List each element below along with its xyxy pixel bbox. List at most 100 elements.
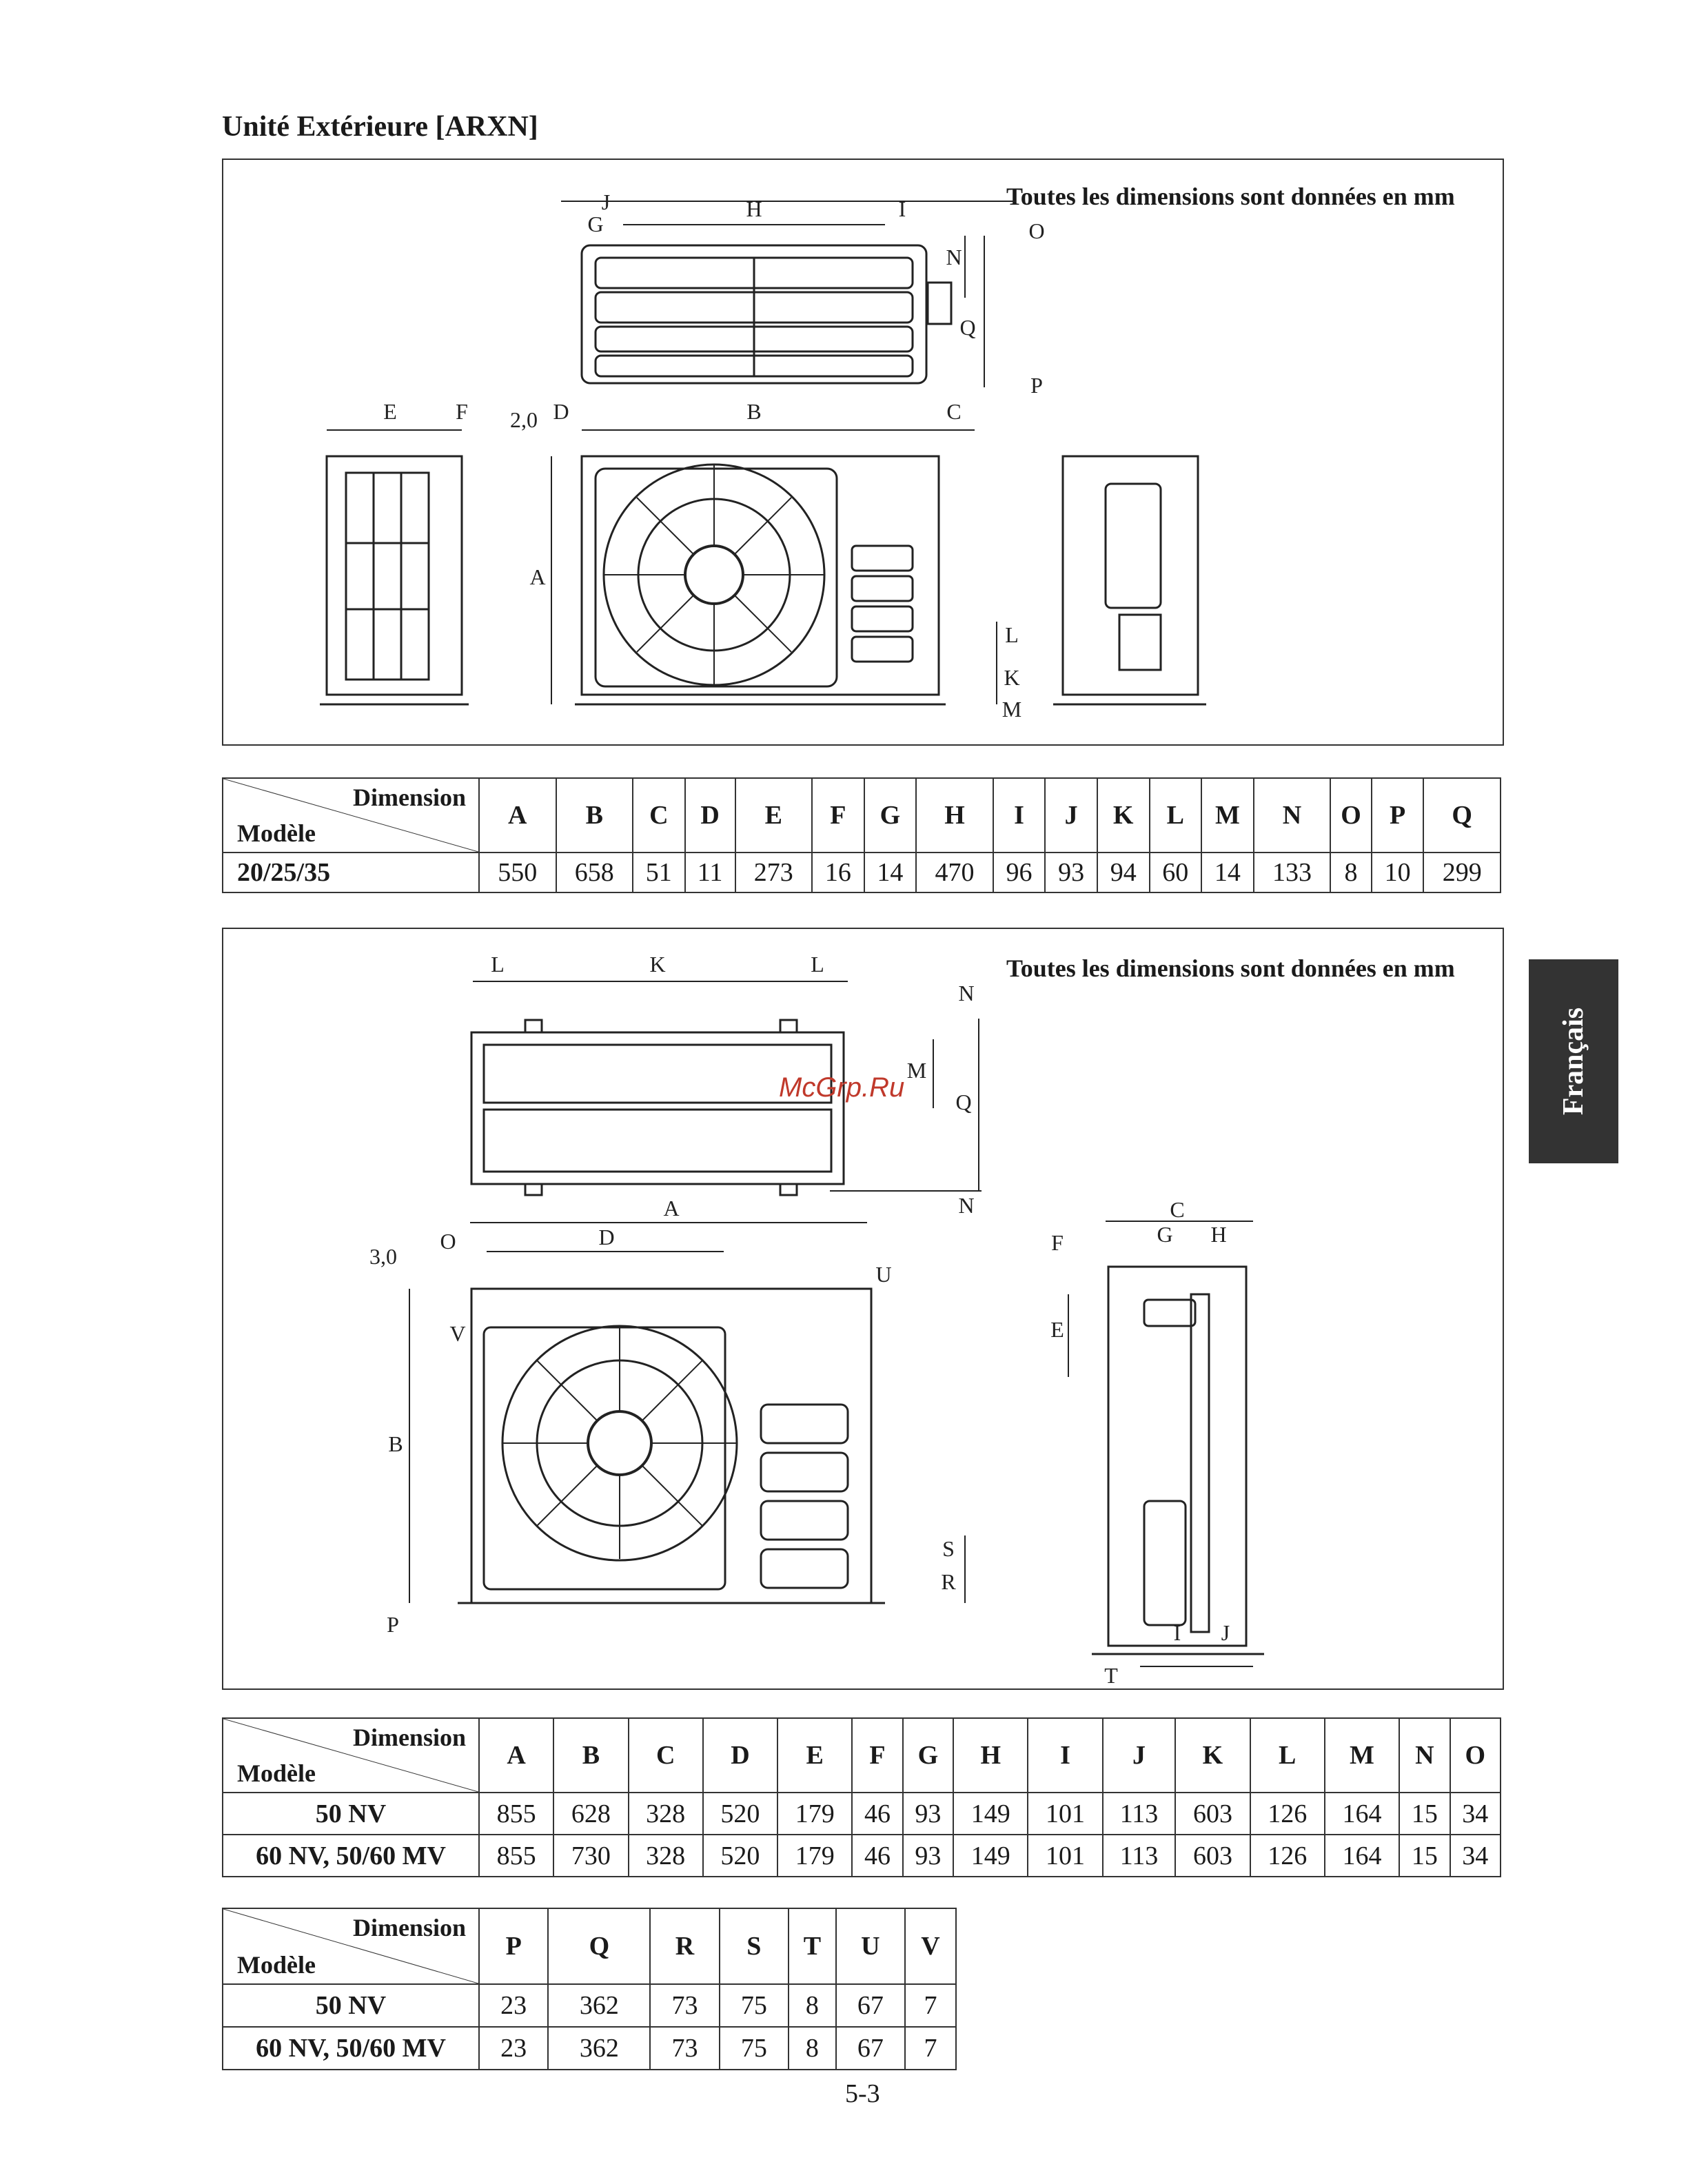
- value-cell: 362: [547, 1983, 651, 2028]
- value-cell: 133: [1252, 852, 1332, 893]
- dim-label-2-0: 2,0: [510, 407, 538, 432]
- dim-label-n-top: N: [958, 981, 974, 1006]
- col-header: I: [1027, 1717, 1104, 1793]
- dim-label-i: I: [899, 196, 906, 221]
- value-cell: 94: [1096, 852, 1150, 893]
- col-header: G: [863, 777, 917, 853]
- value-cell: 51: [632, 852, 686, 893]
- corner-dimension-label: Dimension: [352, 784, 466, 811]
- value-cell: 15: [1399, 1792, 1451, 1835]
- value-cell: 520: [702, 1834, 779, 1877]
- col-header: M: [1201, 777, 1254, 853]
- dim-label-i: I: [1174, 1620, 1181, 1645]
- dim-label-g: G: [1157, 1222, 1172, 1247]
- value-cell: 46: [851, 1834, 904, 1877]
- col-header: J: [1101, 1717, 1177, 1793]
- dim-label-h: H: [1210, 1222, 1226, 1247]
- value-cell: 362: [547, 2026, 651, 2070]
- dimension-table-1: Dimension Modèle A B C D E F G H I J K L…: [222, 777, 1501, 893]
- value-cell: 550: [478, 852, 557, 893]
- col-header: G: [902, 1717, 955, 1793]
- value-cell: 46: [851, 1792, 904, 1835]
- col-header: E: [734, 777, 813, 853]
- col-header: P: [1370, 777, 1425, 853]
- corner-model-label: Modèle: [237, 1759, 316, 1787]
- diagram-box-2: Toutes les dimensions sont données en mm: [222, 928, 1504, 1690]
- value-cell: 75: [718, 2026, 790, 2070]
- dim-label-s: S: [942, 1536, 955, 1561]
- value-cell: 34: [1449, 1792, 1502, 1835]
- dim-label-q: Q: [959, 315, 975, 340]
- value-cell: 93: [902, 1834, 955, 1877]
- dim-label-r: R: [941, 1569, 956, 1594]
- value-cell: 101: [1027, 1792, 1104, 1835]
- model-cell: 50 NV: [222, 1792, 480, 1835]
- value-cell: 628: [553, 1792, 629, 1835]
- col-header: H: [953, 1717, 1029, 1793]
- table-row: 50 NV 855 628 328 520 179 46 93 149 101 …: [222, 1792, 1502, 1835]
- language-tab: Français: [1529, 959, 1618, 1163]
- unit-drawing-1: J H I G O N Q P E F 2,0 D B C A L K M: [320, 190, 1206, 722]
- dim-label-3-0: 3,0: [369, 1244, 397, 1269]
- value-cell: 730: [553, 1834, 629, 1877]
- dim-label-f: F: [1051, 1230, 1064, 1255]
- col-header: O: [1449, 1717, 1502, 1793]
- dim-label-e: E: [383, 399, 397, 424]
- value-cell: 11: [684, 852, 736, 893]
- col-header: V: [904, 1908, 957, 1985]
- col-header: S: [718, 1908, 790, 1985]
- value-cell: 328: [627, 1834, 704, 1877]
- value-cell: 23: [478, 1983, 549, 2028]
- col-header: C: [627, 1717, 704, 1793]
- dim-label-n: N: [946, 245, 962, 269]
- value-cell: 67: [835, 2026, 906, 2070]
- col-header: A: [478, 1717, 555, 1793]
- corner-model-label: Modèle: [237, 819, 316, 847]
- dimension-note-1: Toutes les dimensions sont données en mm: [1006, 183, 1455, 210]
- col-header: F: [851, 1717, 904, 1793]
- corner-dimension-label: Dimension: [352, 1724, 466, 1751]
- value-cell: 164: [1323, 1792, 1401, 1835]
- dim-label-k: K: [649, 952, 665, 977]
- diagram-box-1: Toutes les dimensions sont données en mm: [222, 159, 1504, 746]
- value-cell: 73: [649, 2026, 720, 2070]
- col-header: R: [649, 1908, 720, 1985]
- dim-label-e: E: [1050, 1317, 1064, 1342]
- value-cell: 126: [1249, 1834, 1325, 1877]
- col-header: D: [684, 777, 736, 853]
- value-cell: 470: [915, 852, 994, 893]
- value-cell: 67: [835, 1983, 906, 2028]
- col-header: B: [553, 1717, 629, 1793]
- table-row: 50 NV 23 362 73 75 8 67 7: [222, 1983, 957, 2028]
- value-cell: 126: [1249, 1792, 1325, 1835]
- table-row: 60 NV, 50/60 MV 23 362 73 75 8 67 7: [222, 2026, 957, 2070]
- col-header: E: [777, 1717, 853, 1793]
- dim-label-l-left: L: [491, 952, 505, 977]
- value-cell: 14: [863, 852, 917, 893]
- dim-label-b: B: [746, 399, 761, 424]
- col-header: H: [915, 777, 994, 853]
- value-cell: 328: [627, 1792, 704, 1835]
- dim-label-h: H: [746, 196, 762, 221]
- dim-label-a: A: [663, 1196, 679, 1221]
- col-header: F: [811, 777, 865, 853]
- dim-label-n-bottom: N: [958, 1193, 974, 1218]
- col-header: L: [1148, 777, 1203, 853]
- dim-label-g: G: [587, 212, 603, 236]
- dimension-table-2: Dimension Modèle A B C D E F G H I J K L…: [222, 1717, 1502, 1877]
- col-header: T: [788, 1908, 837, 1985]
- unit-drawing-2: L K L N M Q N A O D 3,0 U V B S R P C G …: [369, 952, 1264, 1688]
- dim-label-k: K: [1004, 665, 1019, 690]
- value-cell: 7: [904, 1983, 957, 2028]
- language-tab-label: Français: [1558, 1007, 1589, 1116]
- value-cell: 855: [478, 1834, 555, 1877]
- dim-label-d: D: [553, 399, 569, 424]
- col-header: I: [992, 777, 1046, 853]
- value-cell: 113: [1101, 1792, 1177, 1835]
- dim-label-o: O: [1028, 218, 1044, 243]
- table-corner-header: Dimension Modèle: [222, 777, 480, 853]
- dim-label-j: J: [602, 190, 610, 214]
- model-cell: 50 NV: [222, 1983, 480, 2028]
- page-title: Unité Extérieure [ARXN]: [222, 111, 538, 143]
- value-cell: 8: [788, 1983, 837, 2028]
